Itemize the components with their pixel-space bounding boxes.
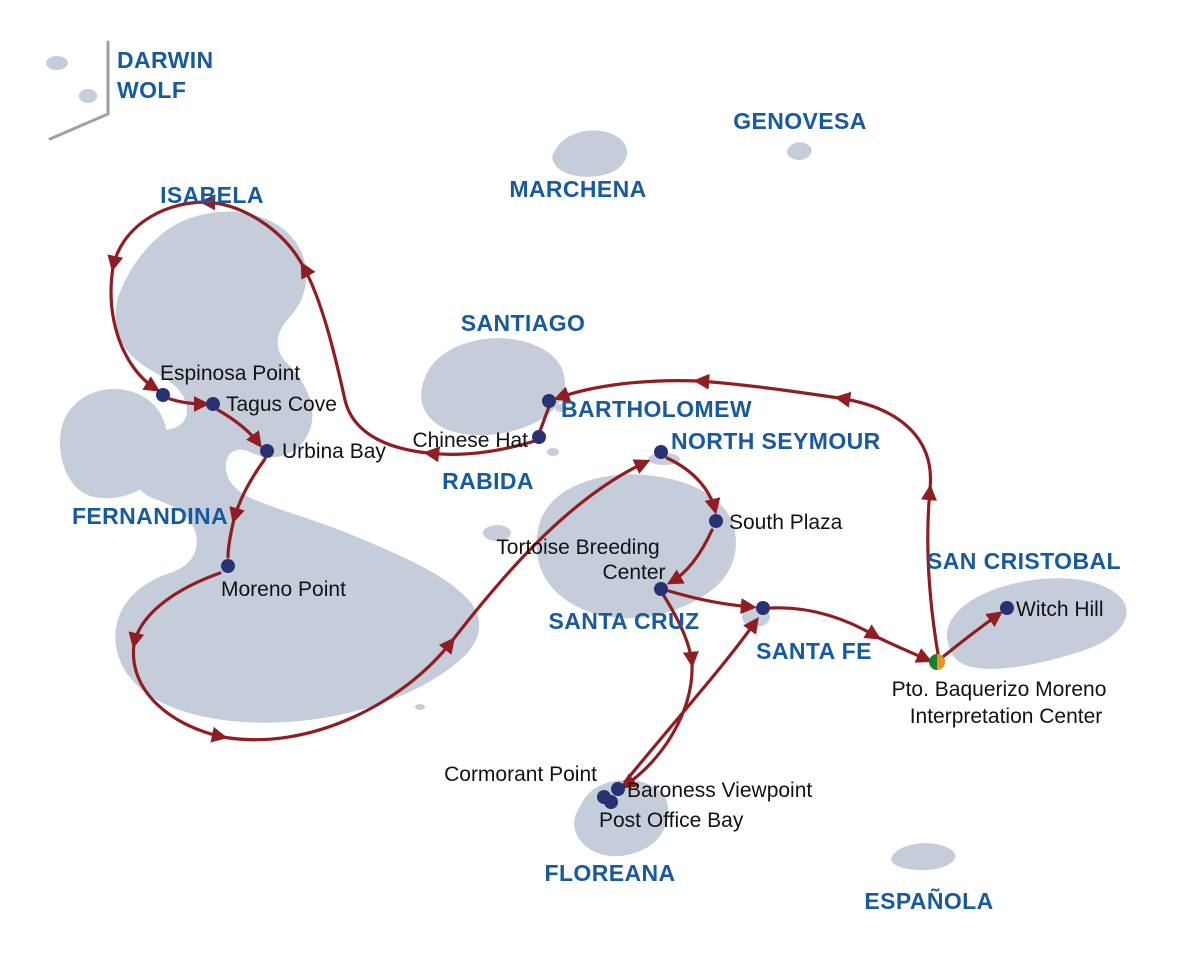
site-label-baquerizo-line2: Interpretation Center: [910, 705, 1103, 728]
island-label-floreana: FLOREANA: [545, 860, 676, 886]
island-shape-marchena: [552, 130, 628, 177]
route-segment-southplaza-tortoise: [666, 528, 714, 585]
site-dot-chinese-hat: [532, 430, 546, 444]
route-segment-moreno-southwest: [128, 571, 222, 649]
island-label-san-cristobal: SAN CRISTOBAL: [927, 548, 1121, 574]
site-dot-witch-hill: [1000, 601, 1014, 615]
island-shape-wolf: [79, 89, 97, 103]
site-dot-post-office-bay: [604, 795, 618, 809]
route-segment-isabela-south-loop: [131, 642, 228, 743]
route-segment-tagus-urbina: [216, 408, 262, 448]
island-label-fernandina: FERNANDINA: [72, 503, 228, 529]
island-label-north-seymour: NORTH SEYMOUR: [671, 428, 881, 454]
start-dot-orange-half: [937, 654, 945, 670]
site-label-baquerizo-line1: Pto. Baquerizo Moreno: [892, 678, 1107, 701]
route-segment-to-north-seymour: [450, 459, 651, 643]
island-labels: DARWIN WOLF GENOVESA MARCHENA ISABELA SA…: [72, 47, 1121, 914]
route-segment-santacruz-south: [662, 594, 699, 668]
site-label-baroness-viewpoint: Baroness Viewpoint: [627, 779, 812, 802]
island-label-bartholomew: BARTHOLOMEW: [561, 396, 752, 422]
route-segment-sancristobal-north: [921, 484, 940, 656]
route-segment-bartholomew-chinesehat: [538, 405, 551, 433]
site-dot-moreno-point: [221, 559, 235, 573]
site-label-south-plaza: South Plaza: [729, 511, 843, 534]
route-segment-up-isabela: [300, 261, 430, 455]
island-label-rabida: RABIDA: [442, 468, 534, 494]
route-segment-urbina-south: [229, 457, 267, 524]
route-segment-to-espinosa: [109, 265, 161, 392]
site-dot-espinosa-point: [156, 388, 170, 402]
site-dot-tagus-cove: [206, 397, 220, 411]
island-shapes: [46, 40, 1127, 871]
island-label-santiago: SANTIAGO: [461, 310, 586, 336]
route-segment-to-bartholomew: [553, 379, 700, 402]
site-dot-urbina-bay: [260, 444, 274, 458]
route-segment-to-moreno: [226, 517, 236, 559]
site-dot-south-plaza: [709, 514, 723, 528]
route-segment-santafe-east: [769, 606, 882, 640]
route-segment-seymour-southplaza: [665, 456, 721, 515]
site-labels: Espinosa Point Tagus Cove Urbina Bay Chi…: [160, 362, 1106, 832]
route-segment-tortoise-santafe: [667, 589, 757, 615]
site-label-witch-hill: Witch Hill: [1016, 598, 1104, 621]
route-segment-espinosa-tagus: [168, 395, 210, 412]
island-shape-san-cristobal: [946, 578, 1127, 669]
site-dot-north-seymour: [654, 445, 668, 459]
island-label-darwin: DARWIN: [117, 47, 214, 73]
site-label-post-office-bay: Post Office Bay: [599, 809, 744, 832]
islet-shape-small-2: [443, 634, 451, 640]
inset-divider-line: [48, 40, 110, 141]
island-label-santa-cruz: SANTA CRUZ: [549, 608, 700, 634]
site-dot-tortoise-breeding-center: [654, 582, 668, 596]
route-segment-floreana-santafe: [623, 617, 759, 784]
route-segment-top-east: [834, 391, 933, 491]
island-shape-rabida: [483, 525, 511, 541]
site-label-tortoise-breeding-line2: Center: [602, 561, 665, 584]
island-shape-fernandina: [59, 389, 168, 499]
route-segment-south-eastward: [221, 637, 455, 742]
island-shape-bartholomew: [555, 404, 567, 412]
route-segment-top-middle: [693, 373, 841, 400]
site-label-chinese-hat: Chinese Hat: [412, 429, 528, 452]
route-segment-down-isabela-west: [107, 200, 206, 272]
island-shape-santa-cruz: [536, 474, 736, 619]
island-shape-chinese-hat: [547, 448, 559, 456]
site-label-urbina-bay: Urbina Bay: [282, 440, 386, 463]
island-label-wolf: WOLF: [117, 77, 186, 103]
route-segment-to-baquerizo: [875, 635, 933, 663]
island-label-espanola: ESPAÑOLA: [864, 887, 993, 914]
island-shape-darwin: [46, 56, 68, 70]
island-label-genovesa: GENOVESA: [733, 108, 867, 134]
site-label-moreno-point: Moreno Point: [221, 578, 346, 601]
islet-shape-small-1: [415, 704, 425, 710]
route-segment-to-floreana: [619, 661, 694, 789]
island-shape-isabela: [115, 211, 480, 723]
site-dots: [156, 388, 1014, 809]
itinerary-route: [107, 194, 1003, 789]
island-shape-genovesa: [786, 142, 812, 161]
site-label-espinosa-point: Espinosa Point: [160, 362, 300, 385]
island-label-marchena: MARCHENA: [509, 176, 646, 202]
island-label-isabela: ISABELA: [160, 182, 264, 208]
site-dot-pto-baquerizo-start: [929, 654, 945, 670]
route-segment-chinesehat-west: [423, 439, 537, 463]
route-segment-baquerizo-witchhill: [942, 611, 1003, 658]
site-label-tortoise-breeding-line1: Tortoise Breeding: [496, 536, 659, 559]
island-shape-santiago: [421, 338, 565, 436]
island-label-santa-fe: SANTA FE: [756, 638, 872, 664]
site-dot-baroness-viewpoint: [611, 782, 625, 796]
site-label-tagus-cove: Tagus Cove: [226, 393, 337, 416]
site-dot-santa-fe: [756, 601, 770, 615]
island-shape-espanola: [891, 843, 956, 871]
route-segment-over-isabela-top: [199, 194, 305, 268]
site-label-cormorant-point: Cormorant Point: [444, 763, 597, 786]
site-dot-bartholomew: [542, 394, 556, 408]
